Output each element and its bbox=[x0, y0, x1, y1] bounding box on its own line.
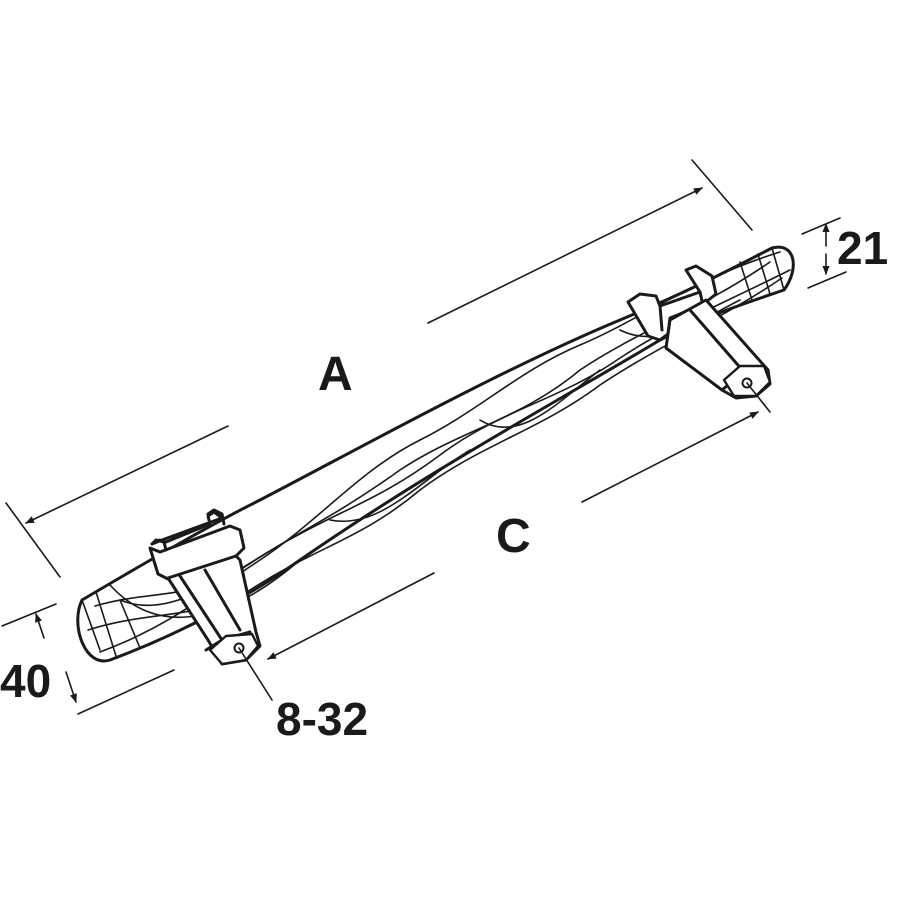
left-mounting-post bbox=[148, 508, 262, 666]
right-mounting-post bbox=[626, 264, 772, 400]
dimension-21 bbox=[801, 217, 847, 289]
label-21: 21 bbox=[837, 222, 888, 274]
dimension-C bbox=[267, 382, 771, 660]
label-thread: 8-32 bbox=[276, 693, 368, 745]
thread-leader bbox=[238, 647, 273, 701]
dimension-40 bbox=[1, 603, 175, 715]
label-40: 40 bbox=[0, 655, 51, 707]
label-C: C bbox=[496, 510, 531, 563]
dimension-A bbox=[5, 159, 753, 578]
label-A: A bbox=[318, 348, 353, 401]
